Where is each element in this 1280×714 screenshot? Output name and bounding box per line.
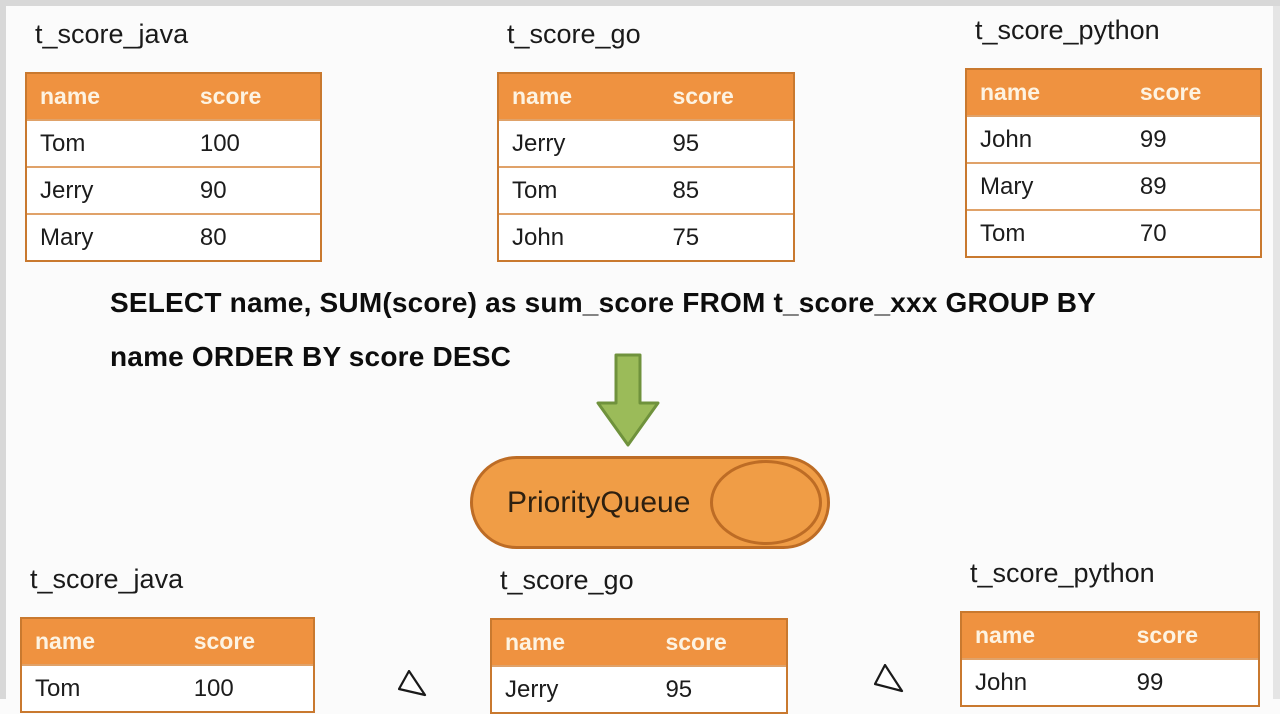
- score-table: name score Jerry 95 Tom 85 John 75: [497, 72, 795, 262]
- cell-score: 95: [672, 129, 700, 157]
- cell-name: John: [975, 668, 1028, 696]
- score-table: name score Jerry 95: [490, 618, 788, 714]
- table-title: t_score_python: [970, 558, 1155, 588]
- cell-score: 95: [665, 675, 693, 703]
- table-bottom-java: t_score_java name score Tom 100: [20, 559, 315, 713]
- table-header-row: name score: [967, 70, 1260, 115]
- table-header-row: name score: [492, 620, 786, 665]
- arrowhead-icon: [398, 670, 427, 697]
- column-header-score: score: [193, 628, 256, 654]
- frame-edge-right: [1273, 0, 1280, 699]
- table-row: Tom 85: [499, 166, 793, 213]
- queue-label: PriorityQueue: [507, 486, 691, 519]
- cell-score: 100: [193, 674, 234, 702]
- column-header-name: name: [512, 83, 573, 109]
- priority-queue-shape: PriorityQueue: [470, 456, 830, 549]
- cell-score: 89: [1139, 172, 1167, 200]
- table-row: Tom 100: [22, 664, 313, 711]
- cell-name: Tom: [40, 129, 86, 157]
- table-top-python: t_score_python name score John 99 Mary 8…: [965, 10, 1262, 258]
- cell-name: Jerry: [512, 129, 566, 157]
- table-title: t_score_java: [30, 564, 184, 594]
- sql-statement: SELECT name, SUM(score) as sum_score FRO…: [110, 276, 1210, 384]
- column-header-name: name: [980, 79, 1041, 105]
- column-header-name: name: [40, 83, 101, 109]
- column-header-name: name: [505, 629, 566, 655]
- table-row: John 99: [962, 658, 1258, 705]
- cell-score: 80: [199, 223, 227, 251]
- frame-edge-top: [0, 0, 1280, 6]
- table-title: t_score_java: [35, 19, 189, 49]
- score-table: name score Tom 100 Jerry 90 Mary 80: [25, 72, 322, 262]
- score-table: name score John 99: [960, 611, 1260, 707]
- sql-line-2: name ORDER BY score DESC: [110, 341, 512, 372]
- table-row: Jerry 90: [27, 166, 320, 213]
- cell-score: 85: [672, 176, 700, 204]
- frame-edge-left: [0, 0, 6, 699]
- cell-name: Tom: [35, 674, 81, 702]
- cell-score: 75: [672, 223, 700, 251]
- table-header-row: name score: [962, 613, 1258, 658]
- table-bottom-python: t_score_python name score John 99: [960, 553, 1260, 707]
- cell-name: Tom: [980, 219, 1026, 247]
- column-header-score: score: [1136, 622, 1198, 648]
- cell-name: John: [980, 125, 1033, 153]
- table-title: t_score_python: [975, 15, 1160, 45]
- cell-score: 99: [1136, 668, 1164, 696]
- table-row: Tom 100: [27, 119, 320, 166]
- cell-name: John: [512, 223, 565, 251]
- table-row: Tom 70: [967, 209, 1260, 256]
- table-row: Mary 89: [967, 162, 1260, 209]
- table-top-go: t_score_go name score Jerry 95 Tom 85 Jo…: [497, 14, 795, 262]
- cell-name: Jerry: [505, 675, 559, 703]
- column-header-score: score: [199, 83, 262, 109]
- column-header-score: score: [665, 629, 727, 655]
- column-header-score: score: [1139, 79, 1202, 105]
- cell-score: 70: [1139, 219, 1167, 247]
- table-top-java: t_score_java name score Tom 100 Jerry 90…: [25, 14, 322, 262]
- cell-score: 100: [199, 129, 240, 157]
- column-header-name: name: [35, 628, 96, 654]
- queue-end-ellipse: [710, 460, 822, 545]
- arrowhead-icon: [874, 664, 904, 693]
- table-title: t_score_go: [507, 19, 641, 49]
- cell-name: Tom: [512, 176, 558, 204]
- table-header-row: name score: [499, 74, 793, 119]
- table-row: John 75: [499, 213, 793, 260]
- cell-score: 99: [1139, 125, 1167, 153]
- cell-name: Mary: [40, 223, 94, 251]
- cell-name: Mary: [980, 172, 1034, 200]
- score-table: name score Tom 100: [20, 617, 315, 713]
- table-header-row: name score: [22, 619, 313, 664]
- table-row: John 99: [967, 115, 1260, 162]
- cell-name: Jerry: [40, 176, 94, 204]
- cell-score: 90: [199, 176, 227, 204]
- score-table: name score John 99 Mary 89 Tom 70: [965, 68, 1262, 258]
- table-row: Jerry 95: [499, 119, 793, 166]
- sql-line-1: SELECT name, SUM(score) as sum_score FRO…: [110, 287, 1097, 318]
- down-arrow-icon: [596, 353, 660, 447]
- table-row: Jerry 95: [492, 665, 786, 712]
- column-header-score: score: [672, 83, 734, 109]
- table-header-row: name score: [27, 74, 320, 119]
- table-row: Mary 80: [27, 213, 320, 260]
- table-title: t_score_go: [500, 565, 634, 595]
- column-header-name: name: [975, 622, 1036, 648]
- table-bottom-go: t_score_go name score Jerry 95: [490, 560, 788, 714]
